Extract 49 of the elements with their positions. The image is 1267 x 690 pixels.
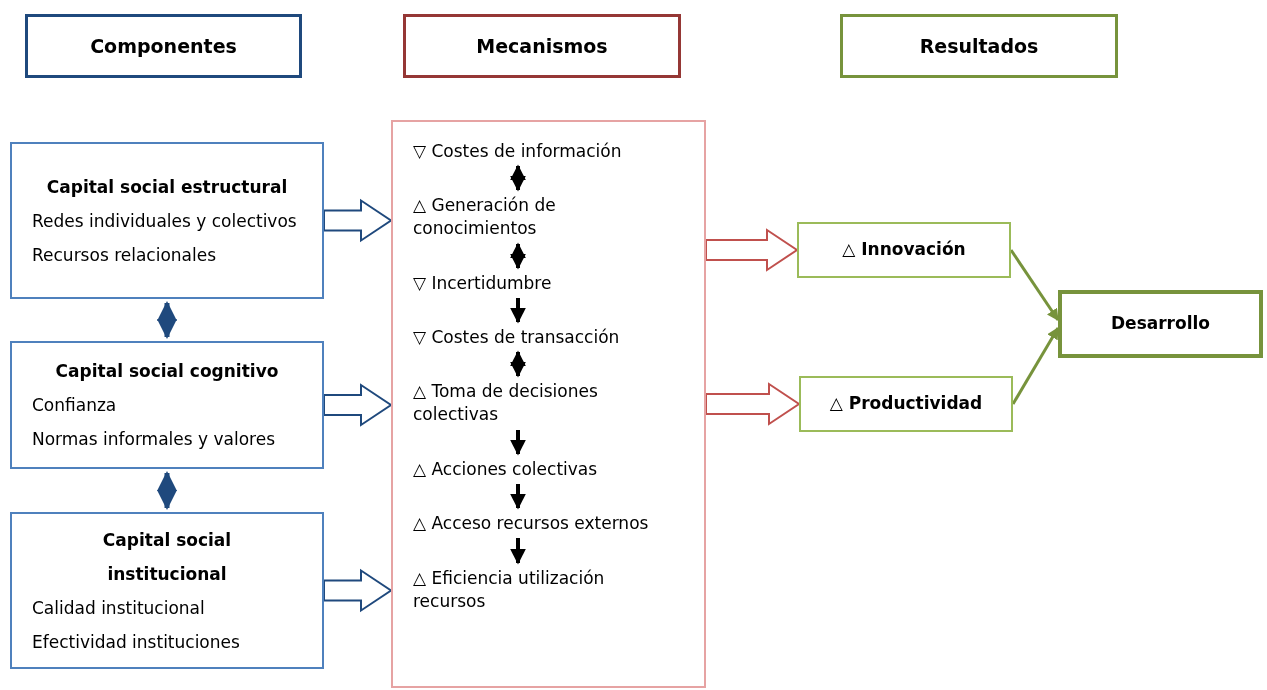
mechanism-text: △ Toma de decisiones colectivas: [413, 380, 599, 426]
mechanism-text: ▽ Incertidumbre: [413, 271, 553, 295]
result-text: △ Innovación: [842, 238, 966, 262]
box-item: Calidad institucional: [32, 596, 206, 620]
arrow: [510, 242, 526, 270]
box-item: Efectividad instituciones: [32, 630, 241, 654]
arrow: [510, 430, 526, 456]
arrow: [510, 164, 526, 192]
arrow: [510, 350, 526, 378]
heading-box: [403, 14, 681, 78]
mechanism-text: △ Acceso recursos externos: [413, 511, 650, 535]
column-heading: Mecanismos: [476, 33, 608, 59]
box-item: Confianza: [32, 394, 118, 417]
column-heading: Componentes: [90, 33, 237, 59]
component-box: [10, 142, 324, 299]
arrow: [1011, 326, 1060, 405]
arrow: [157, 471, 177, 510]
result-text: Desarrollo: [1111, 312, 1210, 336]
box-heading: Capital social cognitivo: [54, 360, 280, 383]
mechanism-text: △ Acciones colectivas: [413, 457, 599, 481]
mechanism-text: ▽ Costes de información: [413, 139, 623, 163]
component-box: [10, 512, 324, 669]
result-box: [1058, 290, 1263, 358]
component-box: [10, 341, 324, 469]
heading-box: [25, 14, 302, 78]
arrow: [1009, 249, 1060, 321]
column-heading: Resultados: [919, 33, 1039, 59]
arrow: [510, 484, 526, 510]
result-box: [797, 222, 1011, 278]
block-arrow: [705, 228, 799, 272]
box-item: Recursos relacionales: [32, 243, 218, 267]
arrow: [510, 298, 526, 324]
block-arrow: [323, 383, 393, 427]
arrow: [157, 301, 177, 339]
result-box: [799, 376, 1013, 432]
mechanism-text: △ Eficiencia utilización recursos: [413, 567, 606, 613]
box-heading: Capital social estructural: [45, 175, 289, 199]
arrow: [510, 538, 526, 565]
block-arrow: [323, 568, 393, 613]
box-item: Redes individuales y colectivos: [32, 209, 298, 233]
box-heading: Capital social institucional: [101, 528, 233, 586]
heading-box: [840, 14, 1118, 78]
panel-box: [391, 120, 706, 688]
mechanism-text: △ Generación de conocimientos: [413, 194, 557, 240]
box-item: Normas informales y valores: [32, 428, 277, 451]
block-arrow: [705, 382, 801, 426]
mechanism-text: ▽ Costes de transacción: [413, 325, 621, 349]
result-text: △ Productividad: [829, 392, 983, 416]
block-arrow: [323, 198, 393, 243]
